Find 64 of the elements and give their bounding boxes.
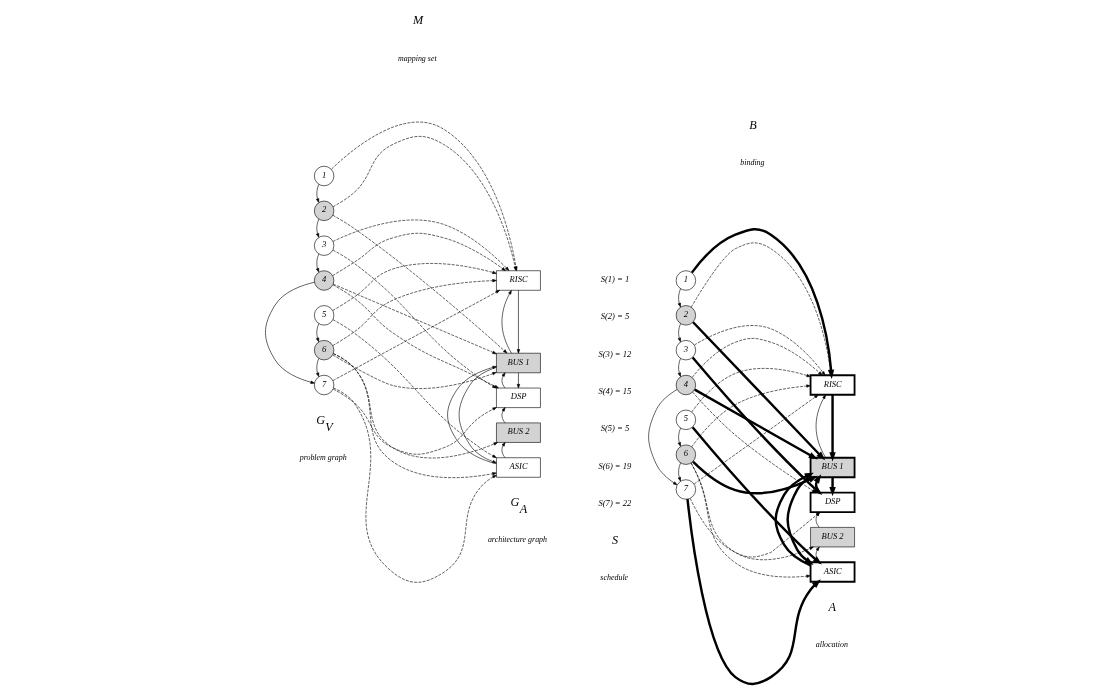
label: S(5) = 5 [600, 423, 629, 434]
arrow [332, 263, 497, 311]
arrow [332, 232, 506, 276]
label: B [748, 117, 757, 132]
arrow [501, 290, 512, 354]
label: A [828, 599, 836, 614]
label: S(7) = 22 [598, 497, 631, 508]
label: S(4) = 15 [598, 385, 631, 396]
arrow [332, 388, 497, 455]
arrow [677, 323, 681, 343]
arrow [501, 407, 505, 424]
arrow [315, 183, 319, 203]
node-circle: 4 [313, 270, 334, 291]
node-box: RISC [809, 374, 855, 396]
label: S(1) = 1 [600, 274, 629, 285]
node-box: DSP [495, 387, 541, 408]
label: S(6) = 19 [598, 460, 631, 471]
arrow [332, 279, 497, 346]
node-circle: 1 [675, 270, 696, 291]
label: S(2) = 5 [600, 311, 629, 322]
node-circle: 3 [675, 340, 696, 361]
arrow [315, 358, 319, 377]
arrow [332, 283, 497, 355]
arrow [691, 384, 811, 448]
arrow [691, 368, 811, 413]
node-circle: 2 [675, 305, 696, 326]
arrow [315, 218, 319, 238]
node-box: BUS 2 [495, 422, 541, 443]
arrow [315, 323, 319, 343]
arrow [693, 325, 825, 376]
arrow [501, 372, 505, 389]
arrow [677, 427, 681, 447]
label: S(3) = 12 [598, 348, 631, 359]
node-box: ASIC [495, 457, 541, 478]
arrow [516, 290, 520, 354]
node-box: ASIC [809, 561, 855, 583]
arrow [691, 338, 822, 378]
label: S [611, 532, 618, 547]
node-circle: 5 [675, 409, 696, 430]
arrow [677, 358, 681, 377]
node-circle: 5 [313, 305, 334, 326]
arrow [693, 388, 818, 460]
node-circle: 7 [675, 479, 696, 500]
arrow [332, 215, 507, 354]
node-box: RISC [495, 270, 541, 291]
arrow [516, 372, 520, 389]
arrow [264, 281, 315, 384]
arrow [315, 253, 319, 273]
arrow [332, 387, 497, 583]
arrow [647, 389, 677, 486]
arrow [691, 321, 825, 461]
label: M [412, 13, 423, 28]
node-box: BUS 1 [809, 456, 855, 479]
node-circle: 6 [313, 340, 334, 361]
arrow [690, 462, 811, 578]
arrow [332, 219, 509, 271]
arrow [501, 442, 505, 458]
arrow [828, 477, 836, 497]
arrow [677, 288, 681, 308]
arrow [815, 394, 826, 458]
node-box: BUS 1 [495, 352, 541, 374]
node-circle: 1 [313, 165, 334, 187]
arrow [828, 394, 836, 462]
arrow [677, 462, 681, 482]
